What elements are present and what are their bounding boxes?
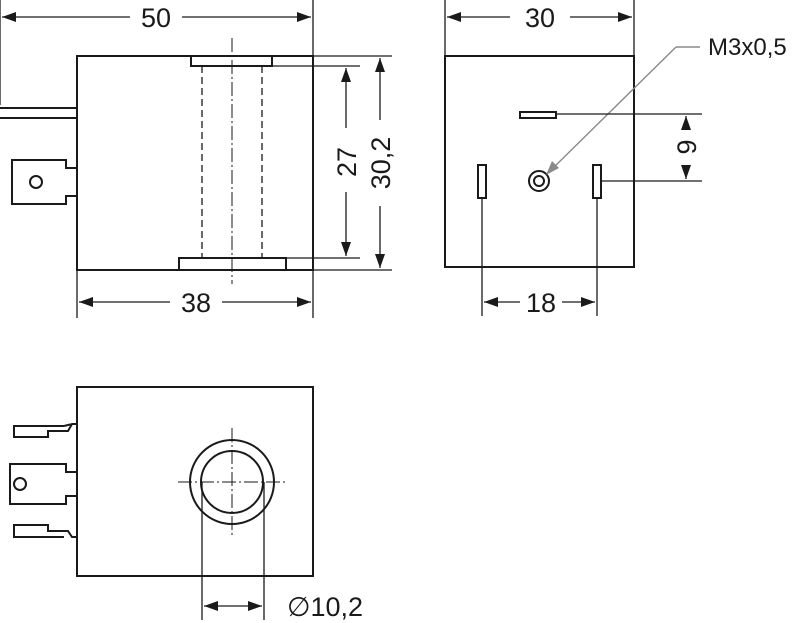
dimension-38-label: 38 — [181, 288, 211, 318]
dimension-50 — [0, 0, 314, 105]
threaded-hole-outer — [528, 170, 550, 192]
thread-label: M3x0,5 — [708, 34, 787, 61]
spade-terminal — [11, 159, 77, 205]
dimension-27-label: 27 — [332, 147, 362, 177]
threaded-hole-inner — [533, 175, 545, 187]
left-pin — [477, 164, 487, 199]
upper-terminal — [13, 423, 77, 438]
middle-terminal — [9, 463, 77, 505]
middle-terminal-hole — [13, 477, 27, 491]
top-pin — [519, 111, 557, 119]
dimension-38 — [76, 270, 314, 318]
dimension-30-2 — [313, 55, 392, 271]
dimension-18-label: 18 — [526, 288, 556, 318]
dimension-bore-label: ∅10,2 — [287, 592, 363, 622]
thread-leader — [546, 46, 700, 175]
lower-terminal — [13, 524, 77, 538]
lead-wire — [0, 107, 77, 119]
side-body — [444, 55, 635, 268]
dimension-30 — [444, 0, 635, 56]
top-view: ∅10,2 — [9, 386, 363, 622]
dimension-9 — [556, 113, 702, 182]
dimension-50-label: 50 — [141, 3, 171, 33]
dimension-18 — [481, 198, 598, 316]
front-body — [76, 55, 314, 271]
top-body — [76, 386, 314, 577]
right-pin — [592, 164, 602, 199]
side-view: 30 M3x0,5 9 18 — [444, 0, 787, 318]
dimension-30-label: 30 — [525, 3, 555, 33]
dimension-bore — [201, 482, 265, 620]
front-view: 50 27 30,2 38 — [0, 0, 396, 318]
dimension-9-label: 9 — [672, 139, 702, 154]
dimension-30-2-label: 30,2 — [366, 137, 396, 190]
dimension-27 — [272, 65, 360, 259]
terminal-hole — [29, 175, 43, 189]
